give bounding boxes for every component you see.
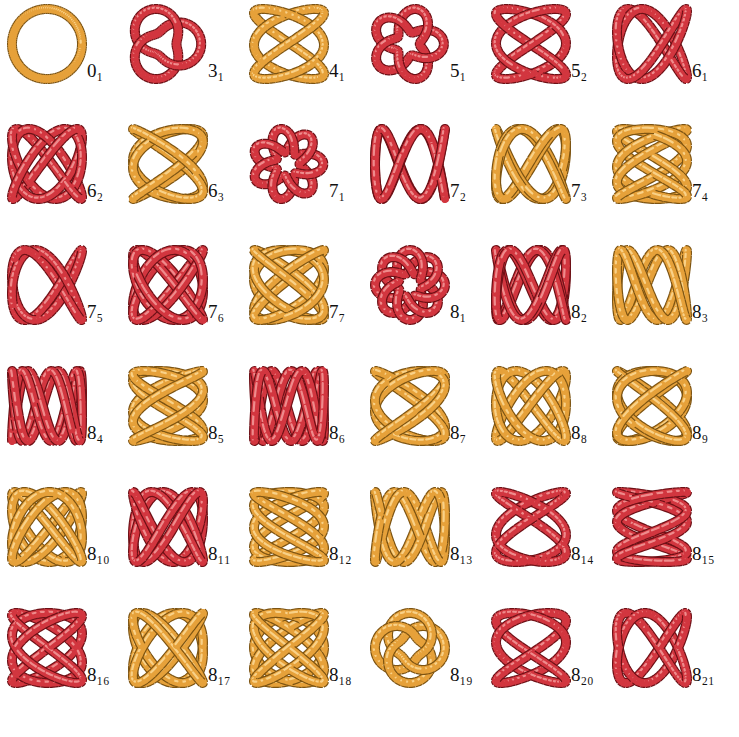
tube-highlight	[322, 70, 323, 72]
knot-drawing	[375, 8, 444, 79]
knot-drawing	[616, 8, 687, 79]
tube-highlight	[174, 19, 176, 22]
knot-drawing	[253, 8, 324, 79]
knot-drawing	[11, 128, 82, 199]
knot-drawing	[11, 8, 82, 79]
tube-highlight	[634, 8, 638, 9]
tube-highlight	[425, 27, 426, 31]
knot-drawing	[495, 8, 566, 79]
tube-highlight	[398, 62, 399, 66]
knot-drawing	[134, 8, 202, 79]
